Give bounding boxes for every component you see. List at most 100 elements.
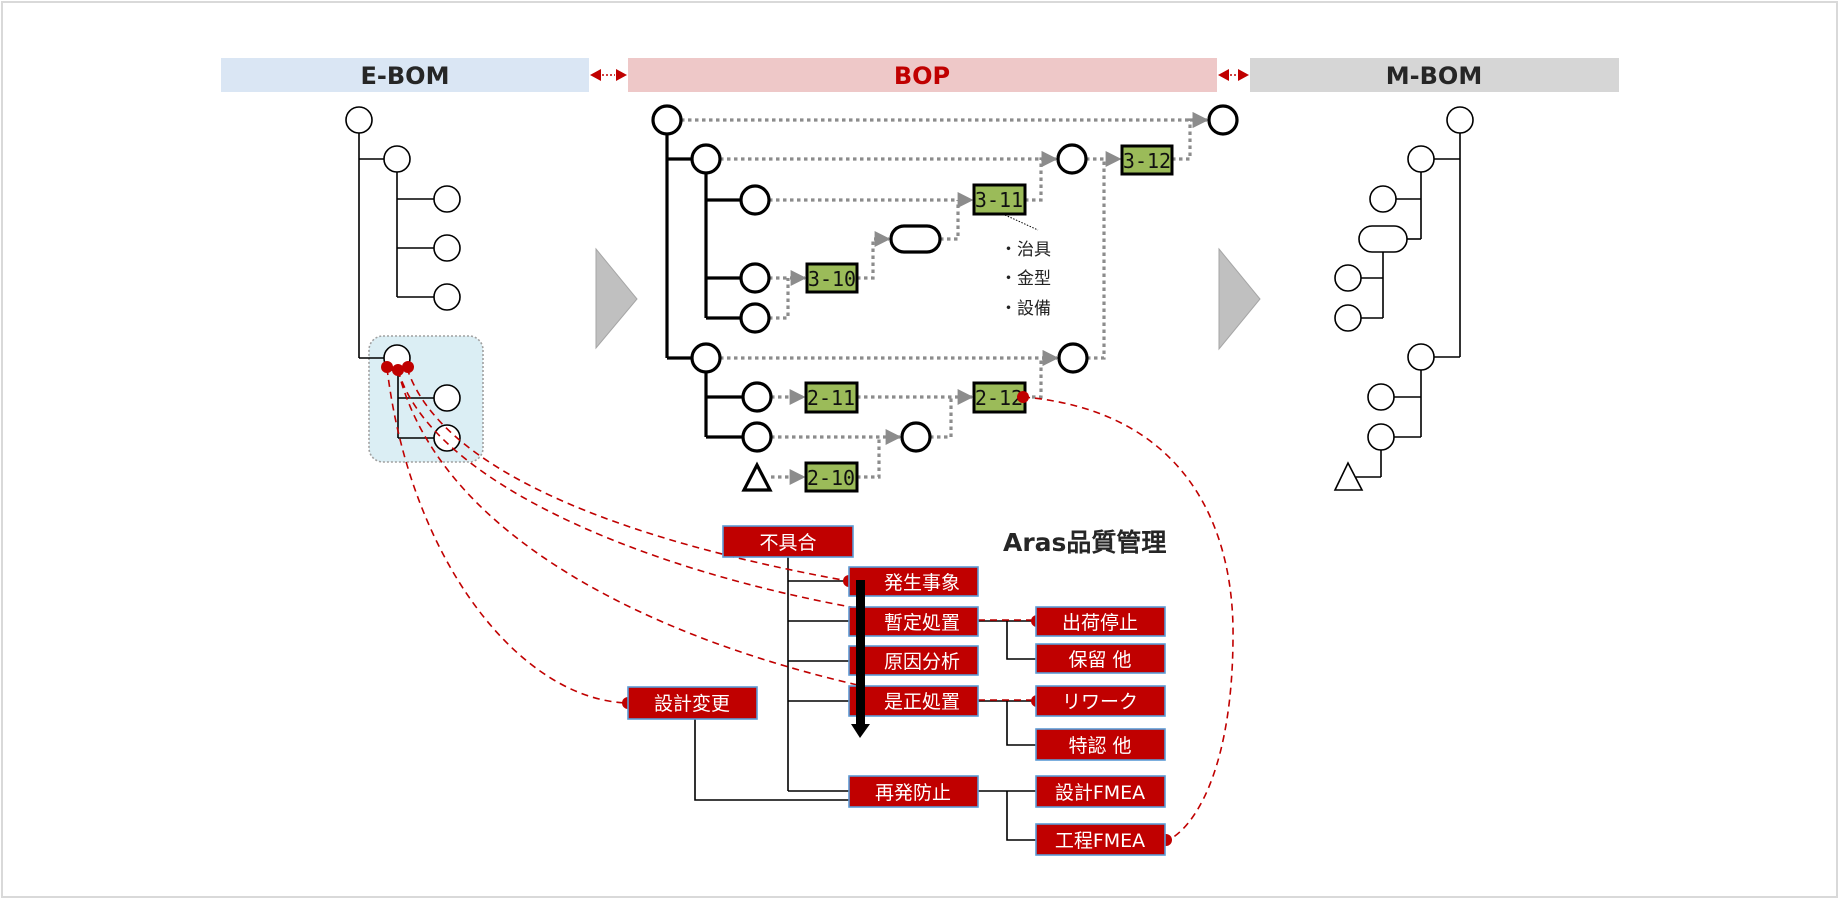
quality-tree-lines (694, 557, 1036, 841)
bop-step-3-11[interactable] (972, 183, 1027, 216)
link-endpoints (381, 361, 1172, 846)
mbom-node[interactable] (1446, 106, 1474, 134)
bop-node[interactable] (741, 381, 773, 413)
bop-tree: 3-10 3-11 3-12 2-10 2-11 2-12 ・治具 ・金型 ・設… (651, 104, 1239, 493)
quality-section-title: Aras品質管理 (1003, 528, 1166, 557)
mbom-node[interactable] (1334, 264, 1362, 292)
bop-step-3-12[interactable] (1120, 144, 1174, 176)
ebom-node[interactable] (433, 185, 461, 213)
phase-label: 発生事象 (884, 572, 960, 594)
quality-boxes (627, 525, 1166, 856)
resource-note: ・金型 (1000, 269, 1051, 289)
bop-step-3-10[interactable] (805, 262, 859, 294)
mbom-header: M-BOM (1250, 58, 1619, 92)
bop-node[interactable] (900, 421, 932, 453)
bop-node[interactable] (1207, 104, 1239, 136)
mbom-raw-material-icon[interactable] (1333, 461, 1364, 491)
note-leader-line (1004, 214, 1039, 231)
resource-note: ・治具 (1000, 240, 1051, 260)
phase-interim-box[interactable] (848, 606, 979, 637)
ship-stop-box[interactable] (1035, 606, 1166, 637)
link-to-design-change (386, 367, 629, 704)
phase-cause-analysis-box[interactable] (848, 645, 979, 676)
action-label: 特認 他 (1068, 735, 1131, 757)
nonconformance-label: 不具合 (759, 532, 816, 554)
link-to-corrective (397, 369, 863, 687)
bop-step-2-12[interactable] (972, 381, 1027, 414)
bop-node[interactable] (739, 302, 771, 334)
step-label: 2-11 (807, 386, 855, 410)
design-fmea-box[interactable] (1035, 775, 1166, 808)
hold-box[interactable] (1035, 643, 1166, 674)
ebom-node[interactable] (345, 106, 373, 134)
bop-step-2-11[interactable] (804, 381, 859, 414)
phase-label: 原因分析 (884, 651, 960, 673)
bop-mbom-link-icon (1218, 69, 1249, 81)
mbom-subassembly-node[interactable] (1358, 225, 1408, 253)
bop-node[interactable] (1056, 143, 1088, 175)
bop-node[interactable] (739, 184, 771, 216)
ebom-node[interactable] (383, 145, 411, 173)
step-label: 3-10 (808, 267, 856, 291)
bop-header-label: BOP (894, 62, 950, 90)
step-label: 3-12 (1123, 149, 1171, 173)
mbom-tree (1333, 106, 1474, 491)
link-to-interim (397, 369, 863, 610)
phase-prevention-box[interactable] (848, 775, 979, 808)
ebom-header-label: E-BOM (361, 62, 450, 90)
mbom-header-label: M-BOM (1386, 62, 1482, 90)
mbom-node[interactable] (1334, 304, 1362, 332)
link-to-occurrence (406, 367, 849, 582)
ebom-node[interactable] (433, 384, 461, 412)
link-to-process-fmea (1022, 396, 1234, 839)
bop-node[interactable] (1057, 342, 1089, 374)
phase-label: 是正処置 (884, 691, 960, 713)
ebom-node[interactable] (433, 283, 461, 311)
ebom-header: E-BOM (221, 58, 589, 92)
bop-node[interactable] (739, 262, 771, 294)
bop-node[interactable] (690, 143, 722, 175)
bop-raw-material-icon[interactable] (741, 461, 773, 492)
action-label: 工程FMEA (1055, 830, 1145, 852)
nonconformance-box[interactable] (722, 525, 854, 558)
resource-note: ・設備 (1000, 299, 1051, 319)
step-label: 2-12 (975, 386, 1023, 410)
rework-box[interactable] (1035, 685, 1166, 717)
step-label: 2-10 (807, 466, 855, 490)
ebom-tree (345, 106, 484, 463)
action-label: 設計FMEA (1055, 782, 1145, 804)
mbom-node[interactable] (1367, 383, 1395, 411)
bop-node[interactable] (690, 342, 722, 374)
phase-label: 暫定処置 (884, 612, 960, 634)
flow-arrow-icon (595, 247, 638, 350)
phase-occurrence-box[interactable] (848, 566, 979, 597)
phase-corrective-box[interactable] (848, 685, 979, 717)
design-change-label: 設計変更 (654, 693, 730, 715)
mbom-node[interactable] (1407, 343, 1435, 371)
ebom-header-bar (221, 58, 589, 92)
bop-node[interactable] (651, 104, 683, 136)
mbom-header-bar (1250, 58, 1619, 92)
traceability-links (386, 367, 1234, 839)
action-label: 出荷停止 (1062, 612, 1138, 634)
action-label: 保留 他 (1068, 649, 1131, 671)
sequence-arrow-icon (851, 580, 870, 738)
step-label: 3-11 (975, 188, 1023, 212)
mbom-node[interactable] (1367, 423, 1395, 451)
process-fmea-box[interactable] (1035, 823, 1166, 856)
bop-node[interactable] (741, 421, 773, 453)
bop-subassembly-node[interactable] (889, 224, 942, 254)
bop-header-bar (628, 58, 1217, 92)
phase-label: 再発防止 (875, 782, 951, 804)
design-change-box[interactable] (627, 686, 758, 720)
mbom-node[interactable] (1369, 185, 1397, 213)
ebom-bop-link-icon (590, 69, 627, 81)
ebom-node[interactable] (433, 424, 461, 452)
special-approval-box[interactable] (1035, 728, 1166, 761)
mbom-node[interactable] (1407, 145, 1435, 173)
bop-step-2-10[interactable] (804, 461, 859, 493)
action-label: リワーク (1062, 691, 1138, 713)
flow-arrow-icon (1218, 247, 1261, 351)
ebom-node[interactable] (433, 234, 461, 262)
